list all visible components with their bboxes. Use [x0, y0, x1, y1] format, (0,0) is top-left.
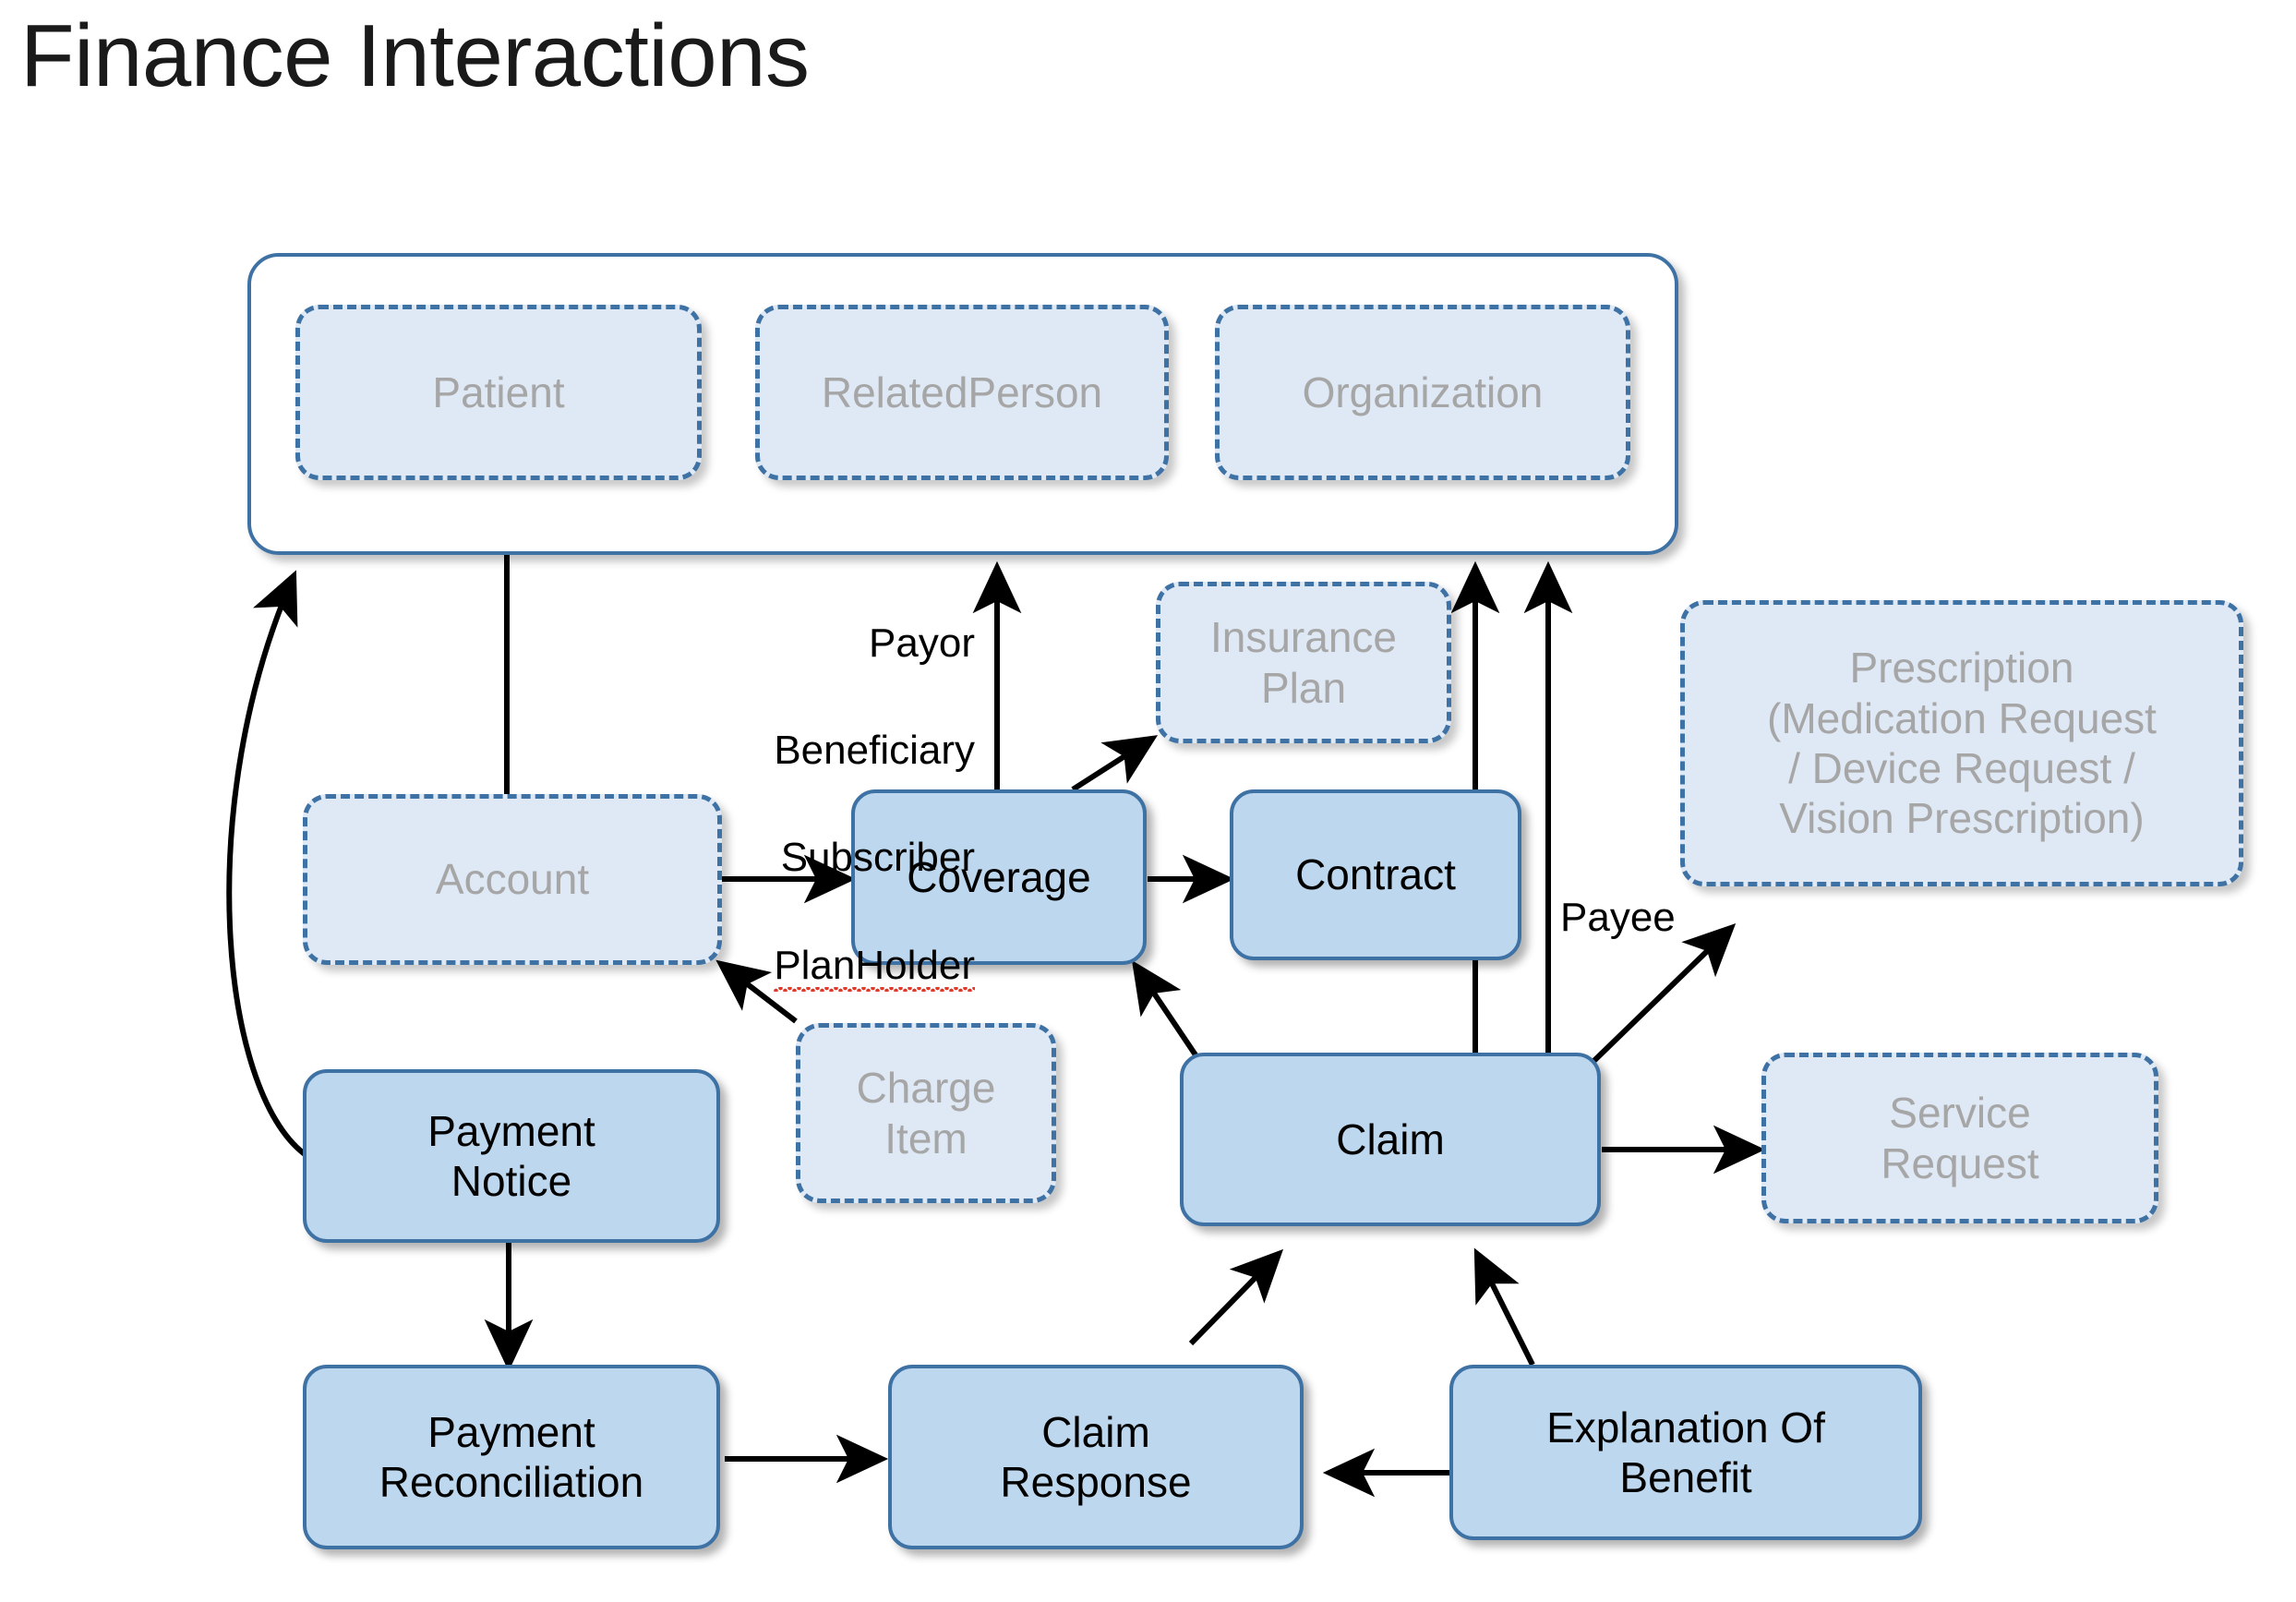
- node-insurance-plan[interactable]: Insurance Plan: [1156, 582, 1451, 743]
- node-payment-reconciliation[interactable]: Payment Reconciliation: [303, 1365, 720, 1549]
- node-account[interactable]: Account: [303, 794, 722, 965]
- page-title: Finance Interactions: [20, 6, 810, 105]
- node-prescription[interactable]: Prescription (Medication Request / Devic…: [1680, 600, 2243, 886]
- node-contract[interactable]: Contract: [1230, 789, 1521, 960]
- node-charge-item[interactable]: Charge Item: [796, 1023, 1056, 1203]
- node-relatedperson[interactable]: RelatedPerson: [755, 305, 1169, 480]
- arrow-chargeitem-to-account: [715, 959, 798, 1024]
- node-payment-notice[interactable]: Payment Notice: [303, 1069, 720, 1243]
- arrow-claim-to-coverage: [1131, 960, 1203, 1064]
- edge-label-line-planholder: PlanHolder: [774, 939, 975, 993]
- node-claim[interactable]: Claim: [1180, 1053, 1601, 1226]
- edge-label-payee: Payee: [1560, 895, 1676, 940]
- arrow-claim-to-prescription: [1576, 922, 1737, 1078]
- arrow-paymentnotice-to-actors: [226, 570, 307, 1157]
- edge-label-line-payor: Payor: [869, 620, 975, 667]
- node-coverage[interactable]: Coverage: [851, 789, 1147, 965]
- node-patient[interactable]: Patient: [295, 305, 702, 480]
- edge-label-coverage-roles: Payor Beneficiary Subscriber PlanHolder: [702, 563, 975, 993]
- edge-label-line-beneficiary: Beneficiary: [774, 728, 975, 774]
- edge-label-line-subscriber: Subscriber: [780, 835, 975, 881]
- arrow-coverage-to-insuranceplan: [1071, 735, 1159, 792]
- node-service-request[interactable]: Service Request: [1761, 1053, 2158, 1223]
- node-organization[interactable]: Organization: [1215, 305, 1630, 480]
- node-claim-response[interactable]: Claim Response: [888, 1365, 1304, 1549]
- node-explanation-of-benefit[interactable]: Explanation Of Benefit: [1449, 1365, 1922, 1540]
- arrow-explanationofbenefit-to-claim: [1473, 1247, 1535, 1367]
- arrow-claimresponse-to-claim: [1188, 1248, 1284, 1346]
